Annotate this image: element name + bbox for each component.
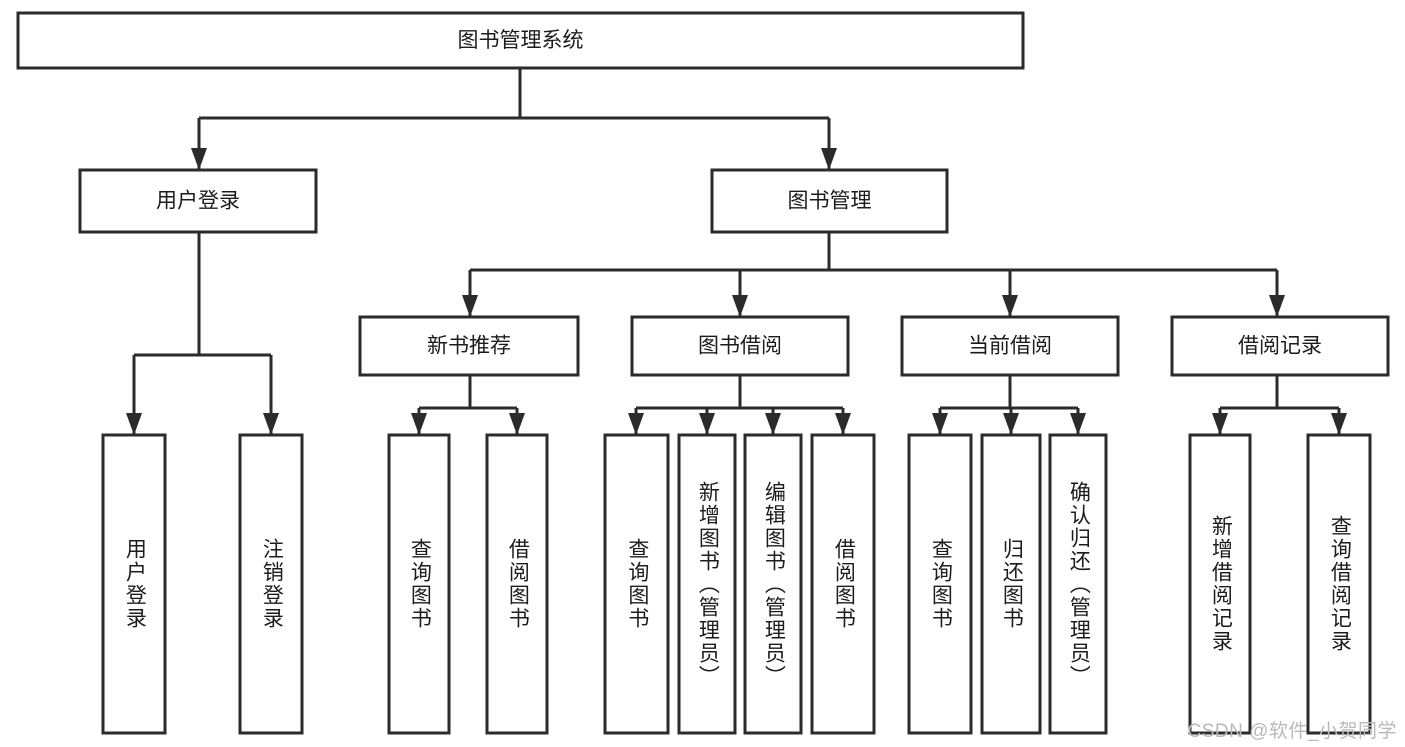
connector-arrow-head [509,413,525,435]
leaf-node-4-box[interactable] [603,433,670,735]
leaf-node-3-box[interactable] [485,433,549,735]
level2-node-1-label: 图书管理 [788,190,872,213]
leaf-node-2-box[interactable] [387,433,451,735]
connector-group-login-bus [132,232,273,435]
leaf-node-5-box[interactable] [677,433,737,735]
connector-arrow-head [263,413,279,435]
level2-node-0-label: 用户登录 [156,190,240,213]
connector-arrow-head [732,295,748,317]
leaf-node-12-box[interactable] [1306,433,1372,735]
level3-node-0-label: 新书推荐 [427,335,511,358]
connector-arrow-head [628,413,644,435]
connector-arrow-head [765,413,781,435]
connector-group-manage-bus [468,232,1279,317]
connector-arrow-head [1331,413,1347,435]
connector-group-newbook-bus [417,375,519,435]
leaf-node-10-box[interactable] [1048,433,1108,735]
connector-arrow-head [835,413,851,435]
leaf-node-8-box[interactable] [907,433,973,735]
leaf-node-7-box[interactable] [810,433,876,735]
root-node-box[interactable] [16,11,1025,70]
leaf-node-6-box[interactable] [743,433,803,735]
connector-arrow-head [932,413,948,435]
connector-arrow-head [699,413,715,435]
level2-node-0-box[interactable] [78,168,318,234]
level3-node-2-label: 当前借阅 [968,335,1052,358]
connector-layer [126,68,1347,435]
level3-node-3-box[interactable] [1170,315,1390,377]
connector-group-borrow-bus [634,375,845,435]
box-layer [16,11,1390,735]
level3-node-1-box[interactable] [630,315,850,377]
leaf-node-1-box[interactable] [238,433,304,735]
connector-arrow-head [1003,413,1019,435]
connector-arrow-head [1002,295,1018,317]
connector-arrow-head [191,148,207,170]
level3-node-0-box[interactable] [358,315,580,377]
connector-group-record-bus [1218,375,1341,435]
connector-arrow-head [821,148,837,170]
level2-node-1-box[interactable] [710,168,949,234]
connector-arrow-head [1070,413,1086,435]
level3-node-3-label: 借阅记录 [1238,335,1322,358]
connector-arrow-head [126,413,142,435]
connector-arrow-head [411,413,427,435]
leaf-node-0-box[interactable] [101,433,167,735]
root-node-label: 图书管理系统 [458,29,584,52]
connector-arrow-head [1269,295,1285,317]
watermark: CSDN @软件_小贺同学 [1187,721,1397,742]
level3-node-2-box[interactable] [900,315,1120,377]
level3-node-1-label: 图书借阅 [698,335,782,358]
leaf-node-11-box[interactable] [1188,433,1252,735]
connector-arrow-head [462,295,478,317]
connector-arrow-head [1212,413,1228,435]
connector-group-root-bus [197,68,831,170]
leaf-node-9-box[interactable] [980,433,1042,735]
